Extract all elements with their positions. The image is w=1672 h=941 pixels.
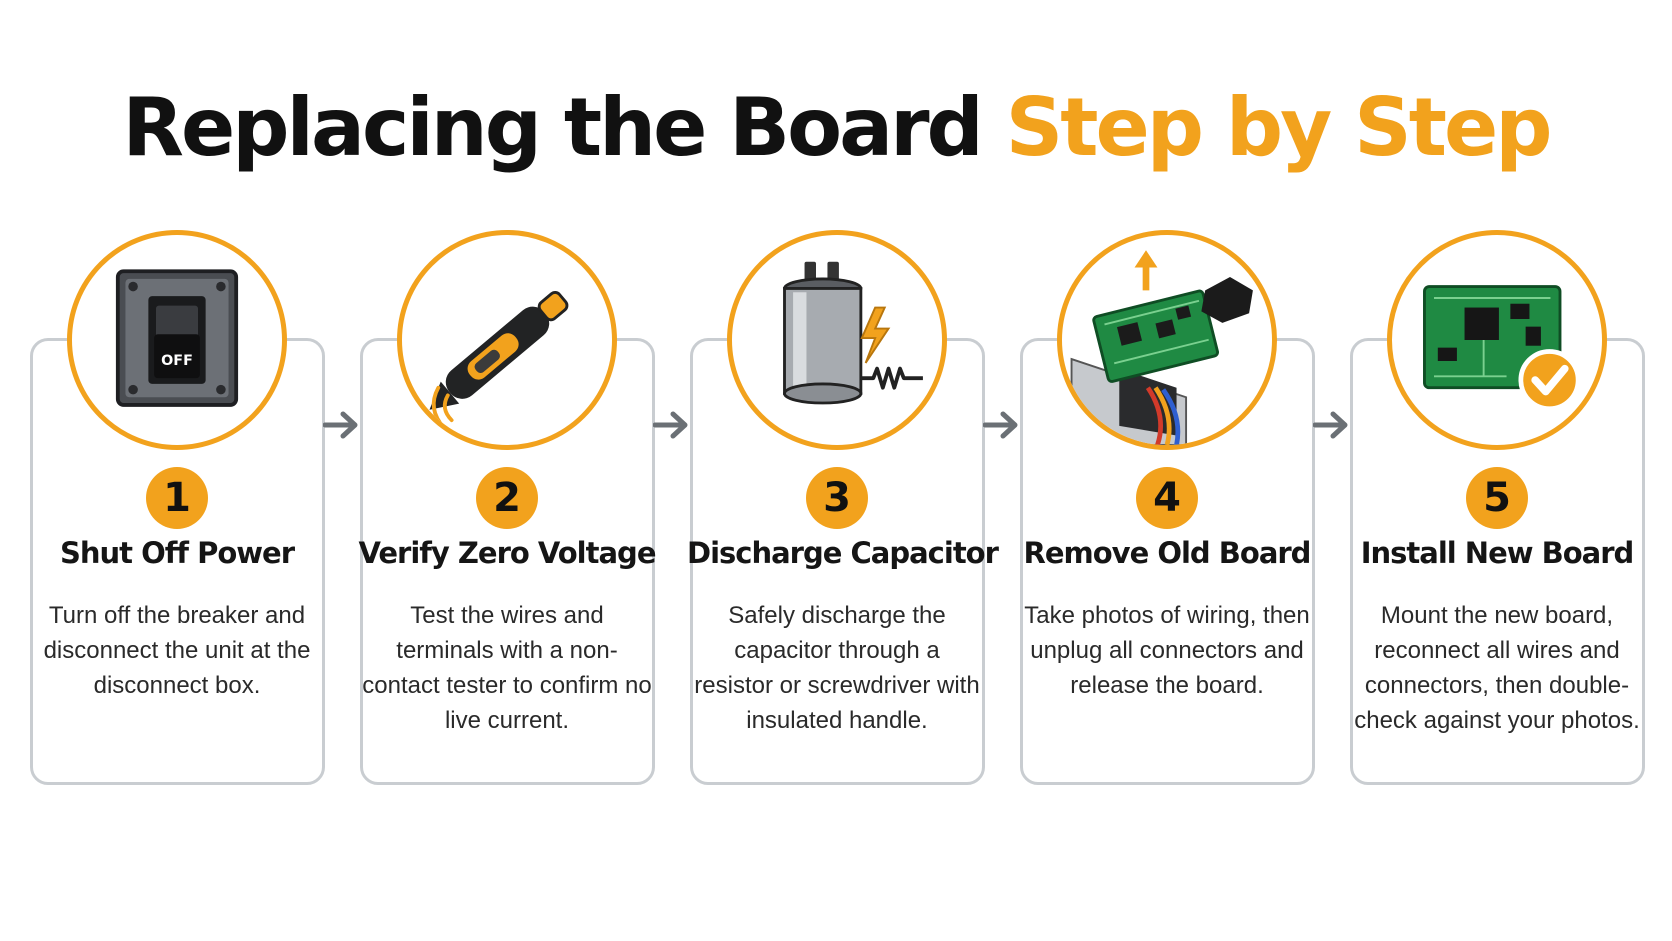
step-description-1: Turn off the breaker and disconnect the … — [43, 602, 311, 699]
step-description-4: Take photos of wiring, then unplug all c… — [1024, 602, 1310, 699]
step-description-2: Test the wires and terminals with a non-… — [362, 602, 652, 734]
breaker-switch-icon: OFF — [115, 269, 239, 407]
step-4-icon-circle — [1057, 230, 1277, 450]
step-description-3: Safely discharge the capacitor through a… — [694, 602, 980, 734]
title-main: Replacing the Board — [122, 81, 983, 174]
step-title-2: Verify Zero Voltage — [358, 536, 657, 570]
step-number-5: 5 — [1466, 467, 1528, 529]
step-1-icon-circle: OFF — [67, 230, 287, 450]
step-card-5 — [1350, 338, 1645, 785]
step-title-5: Install New Board — [1360, 536, 1635, 570]
step-description-5: Mount the new board, reconnect all wires… — [1354, 602, 1640, 734]
arrow-right-icon — [323, 408, 363, 442]
arrow-right-icon — [653, 408, 693, 442]
step-title-1: Shut Off Power — [59, 536, 295, 570]
off-label: OFF — [161, 353, 193, 369]
step-number-2: 2 — [476, 467, 538, 529]
step-number-1: 1 — [146, 467, 208, 529]
new-board-check-icon — [1423, 285, 1581, 412]
title-accent: Step by Step — [1005, 81, 1553, 174]
capacitor-icon — [783, 261, 923, 405]
arrow-right-icon — [1313, 408, 1353, 442]
page-title: Replacing the Board Step by Step — [0, 88, 1672, 168]
step-5-icon-circle — [1387, 230, 1607, 450]
voltage-tester-icon — [429, 291, 569, 430]
step-title-3: Discharge Capacitor — [687, 536, 999, 570]
step-3-icon-circle — [727, 230, 947, 450]
remove-board-icon — [1070, 250, 1253, 445]
step-2-icon-circle — [397, 230, 617, 450]
step-card-4 — [1020, 338, 1315, 785]
step-number-4: 4 — [1136, 467, 1198, 529]
arrow-right-icon — [983, 408, 1023, 442]
step-title-4: Remove Old Board — [1023, 536, 1312, 570]
step-number-3: 3 — [806, 467, 868, 529]
